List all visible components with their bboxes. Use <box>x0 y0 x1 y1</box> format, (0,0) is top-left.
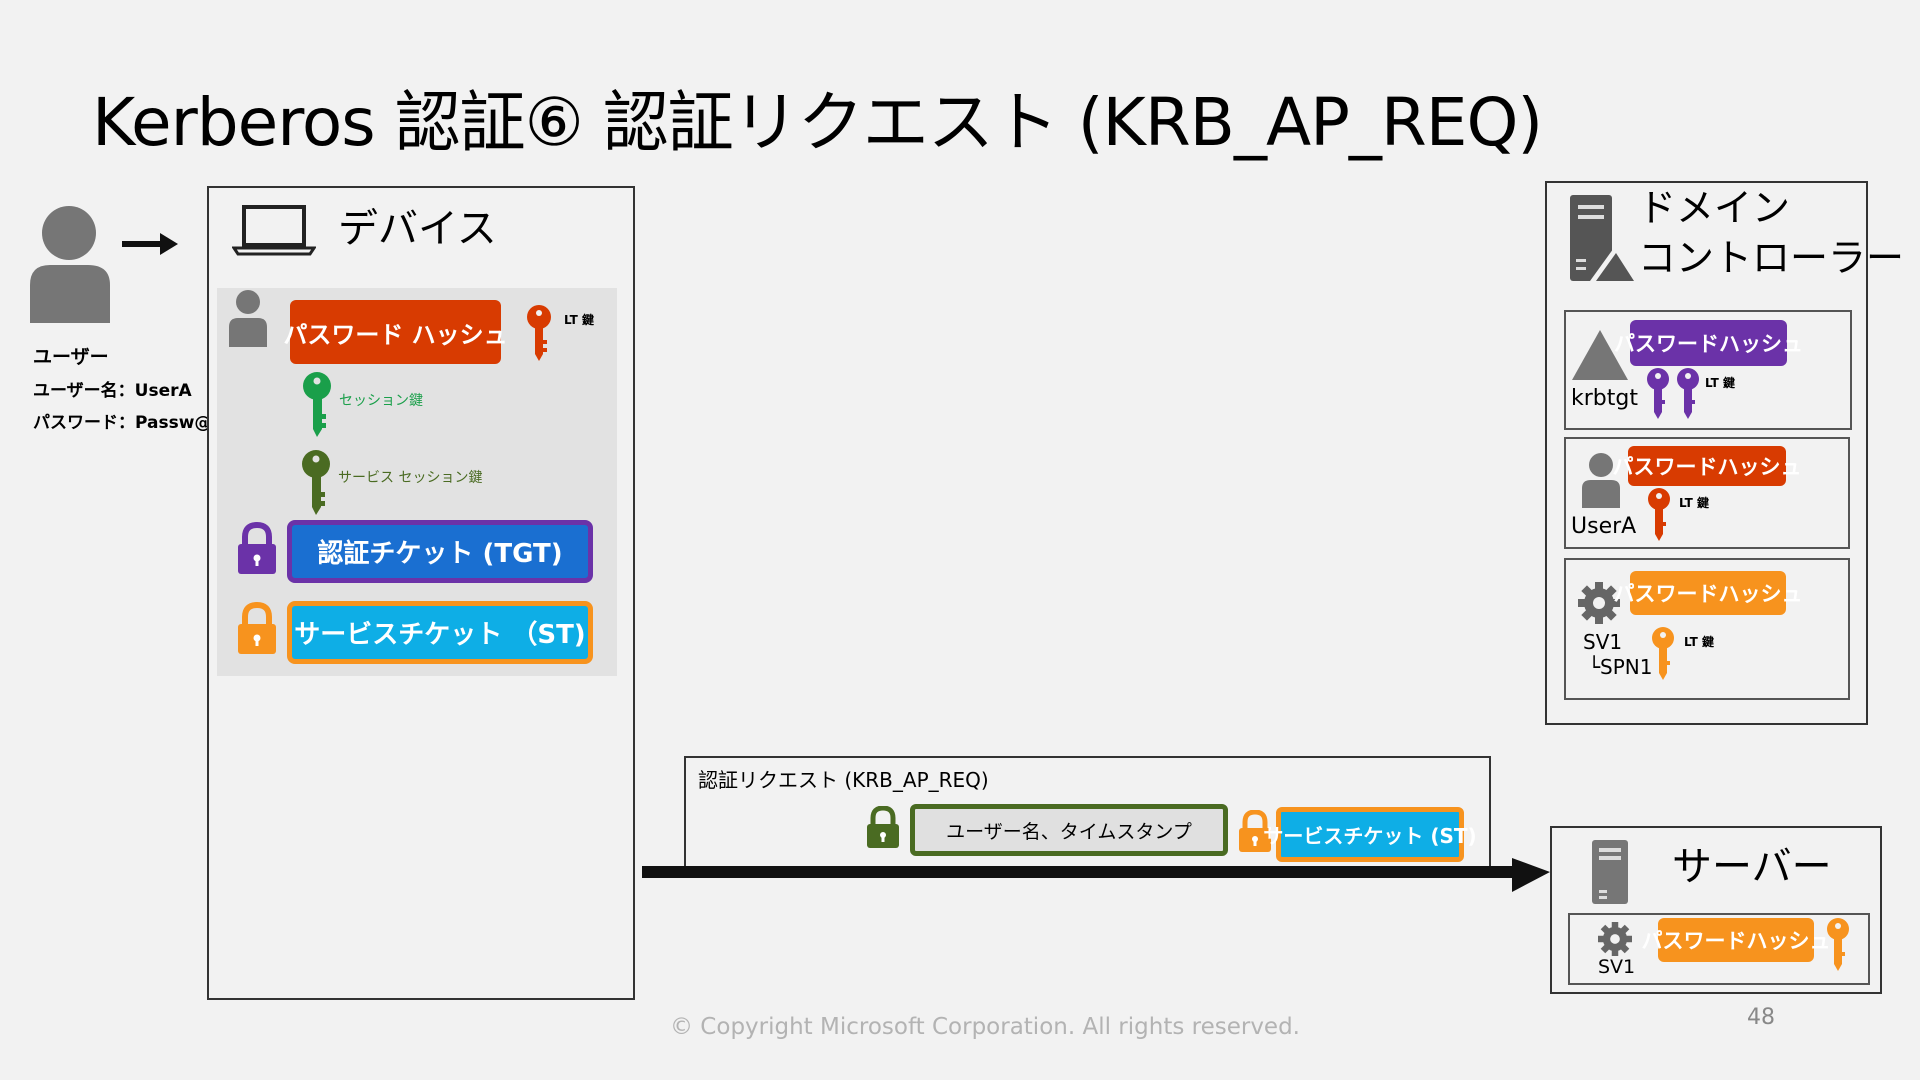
request-service-ticket: サービスチケット (ST) <box>1263 807 1477 862</box>
lt-key-icon <box>524 304 554 362</box>
user-name-line: ユーザー名：UserA <box>33 381 192 401</box>
server-account-name: SV1 <box>1598 956 1636 978</box>
sv1-key-icon <box>1650 627 1676 681</box>
usera-password-hash: パスワードハッシュ <box>1613 446 1802 486</box>
service-session-key-icon <box>299 450 333 516</box>
usera-account-box <box>1564 437 1850 549</box>
dc-label-line2: コントローラー <box>1638 236 1905 280</box>
sv1-lt-key-label: LT 鍵 <box>1684 635 1715 649</box>
device-label: デバイス <box>338 206 497 252</box>
usera-lt-key-label: LT 鍵 <box>1679 496 1710 510</box>
st-lock-icon <box>236 602 278 654</box>
sv1-spn: └SPN1 <box>1588 655 1653 679</box>
usera-name: UserA <box>1571 514 1637 539</box>
small-user-icon <box>226 289 270 347</box>
user-password-line: パスワード：Passw@rd <box>33 413 232 433</box>
slide-title: Kerberos 認証⑥ 認証リクエスト (KRB_AP_REQ) <box>92 84 1543 161</box>
krbtgt-account-box <box>1564 310 1852 430</box>
user-timestamp-block: ユーザー名、タイムスタンプ <box>910 804 1228 856</box>
server-password-hash: パスワードハッシュ <box>1642 918 1831 962</box>
krbtgt-name: krbtgt <box>1571 386 1638 411</box>
krbtgt-lt-key-label: LT 鍵 <box>1705 376 1736 390</box>
domain-controller-label: ドメイン コントローラー <box>1638 183 1904 283</box>
service-ticket: サービスチケット （ST) <box>287 601 593 664</box>
usera-key-icon <box>1646 488 1672 542</box>
krbtgt-triangle-icon <box>1572 330 1628 380</box>
sv1-password-hash: パスワードハッシュ <box>1614 571 1803 615</box>
domain-controller-server-icon <box>1568 193 1640 283</box>
server-account-box <box>1568 913 1870 985</box>
krbtgt-key-icon-2 <box>1675 368 1701 420</box>
usera-user-icon <box>1580 452 1622 508</box>
session-key-label: セッション鍵 <box>339 393 423 409</box>
request-lock-icon <box>866 806 900 848</box>
request-arrow <box>640 858 1550 898</box>
request-label: 認証リクエスト (KRB_AP_REQ) <box>698 768 989 792</box>
laptop-icon <box>232 204 316 256</box>
sv1-account-box <box>1564 558 1850 700</box>
service-session-key-label: サービス セッション鍵 <box>338 470 483 486</box>
server-key-icon <box>1825 918 1851 972</box>
request-st-lock-icon <box>1238 810 1272 852</box>
sv1-gear-icon <box>1578 582 1620 624</box>
tgt-ticket: 認証チケット (TGT) <box>287 520 593 583</box>
dc-label-line1: ドメイン <box>1638 186 1791 230</box>
device-lt-key-label: LT 鍵 <box>564 313 595 327</box>
user-icon <box>26 205 116 323</box>
tgt-lock-icon <box>236 522 278 574</box>
arrow-right-icon <box>122 233 178 255</box>
user-label: ユーザー <box>33 346 109 368</box>
page-number: 48 <box>1747 1005 1775 1030</box>
krbtgt-password-hash: パスワードハッシュ <box>1614 320 1803 366</box>
krbtgt-key-icon-1 <box>1645 368 1671 420</box>
server-box <box>1550 826 1882 994</box>
copyright: © Copyright Microsoft Corporation. All r… <box>670 1014 1300 1040</box>
device-password-hash: パスワード ハッシュ <box>283 300 508 364</box>
server-label: サーバー <box>1672 844 1832 890</box>
domain-controller-box <box>1545 181 1868 725</box>
server-gear-icon <box>1598 922 1632 956</box>
server-icon <box>1590 838 1630 906</box>
sv1-name: SV1 <box>1583 630 1623 654</box>
session-key-icon <box>300 372 334 438</box>
